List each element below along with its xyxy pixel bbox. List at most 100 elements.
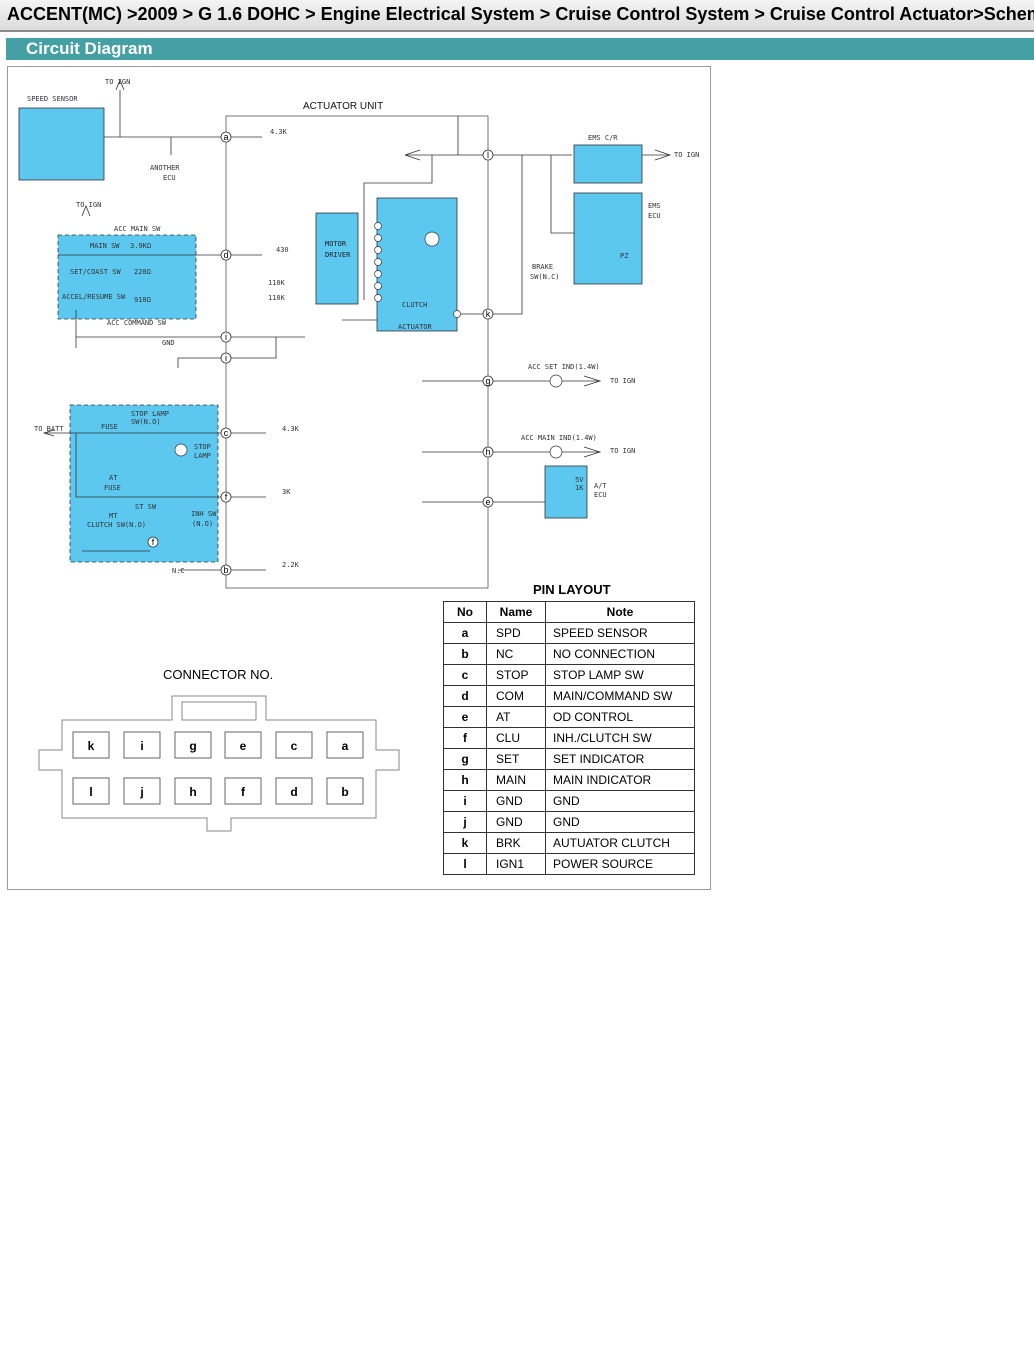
connector-cell-j [123, 777, 161, 805]
pin-label-d: d [223, 250, 228, 260]
pin-name: GND [486, 811, 546, 833]
breadcrumb-item[interactable]: Cruise Control System [555, 4, 750, 24]
pin-name: AT [486, 706, 546, 728]
pin-name: NC [486, 643, 546, 665]
connector-cell-g [174, 731, 212, 759]
at-fuse-label: FUSE [104, 484, 121, 492]
resistor-c-label: 4.3K [282, 425, 300, 433]
main-sw-resistor-label: 3.9KΩ [130, 242, 151, 250]
breadcrumb-item[interactable]: G 1.6 DOHC [198, 4, 301, 24]
another-ecu-label: ANOTHER [150, 164, 180, 172]
pin-note: NO CONNECTION [545, 643, 695, 665]
connector-key: d [290, 785, 297, 799]
stop-lamp-label: STOP [194, 443, 211, 451]
pin-label-j: i [225, 353, 227, 363]
pin-note: SPEED SENSOR [545, 622, 695, 644]
fuse-label: FUSE [101, 423, 118, 431]
pin-label-i: i [225, 332, 227, 342]
pin-no: b [443, 643, 487, 665]
column-header-no: No [443, 601, 487, 623]
pin-no: d [443, 685, 487, 707]
pin-label-a: a [223, 132, 228, 142]
st-sw-label: ST SW [135, 503, 157, 511]
pin-label-e: e [485, 497, 490, 507]
connector-key: f [241, 785, 246, 799]
pin-name: IGN1 [486, 853, 546, 875]
connector-key: l [89, 785, 92, 799]
resistor-a-label: 4.3K [270, 128, 288, 136]
breadcrumb: ACCENT(MC) >2009 > G 1.6 DOHC > Engine E… [7, 4, 1034, 25]
connector-key: c [291, 739, 298, 753]
pin-note: MAIN/COMMAND SW [545, 685, 695, 707]
connector-key: e [240, 739, 247, 753]
breadcrumb-separator: > [539, 4, 551, 24]
pin-label-f: f [225, 492, 228, 502]
stop-lamp-label-2: LAMP [194, 452, 211, 460]
motor-driver-label: MOTOR [325, 240, 347, 248]
pin-note: STOP LAMP SW [545, 664, 695, 686]
connector-key: a [342, 739, 349, 753]
pin-name: STOP [486, 664, 546, 686]
pin-label-k: k [486, 309, 491, 319]
acc-command-sw-label: ACC COMMAND SW [107, 319, 167, 327]
resistor-f-label: 3K [282, 488, 291, 496]
mt-label: MT [109, 512, 118, 520]
breadcrumb-separator: > [305, 4, 316, 24]
pin-note: AUTUATOR CLUTCH [545, 832, 695, 854]
acc-set-ind-label: ACC SET IND(1.4W) [528, 363, 600, 371]
inh-sw-label-2: (N.O) [192, 520, 213, 528]
stop-lamp-icon [174, 443, 188, 457]
connector-cell-l [72, 777, 110, 805]
pin-note: POWER SOURCE [545, 853, 695, 875]
connector-cell-h [174, 777, 212, 805]
main-indicator-lamp-icon [549, 445, 563, 459]
5v-label: 5V [575, 476, 584, 484]
set-coast-label: SET/COAST SW [70, 268, 121, 276]
pin-label-l: l [487, 150, 489, 160]
resistor-d1-label: 430 [276, 246, 289, 254]
stop-lamp-sw-label: STOP LAMP [131, 410, 169, 418]
connector-cell-a [326, 731, 364, 759]
section-title: Circuit Diagram [26, 39, 153, 58]
accel-resume-label: ACCEL/RESUME SW [62, 293, 126, 301]
pz-label: PZ [620, 252, 628, 260]
clutch-label: CLUTCH [402, 301, 427, 309]
gnd-label: GND [162, 339, 175, 347]
pin-note: INH./CLUTCH SW [545, 727, 695, 749]
brake-sw-label-2: SW(N.C) [530, 273, 560, 281]
breadcrumb-separator: > [754, 4, 765, 24]
connector-cell-c [275, 731, 313, 759]
inh-sw-label: INH SW [191, 510, 217, 518]
connector-key: k [88, 739, 95, 753]
pin-note: OD CONTROL [545, 706, 695, 728]
pin-name: SET [486, 748, 546, 770]
breadcrumb-item[interactable]: ACCENT(MC) >2009 [7, 4, 178, 24]
set-coast-resistor-label: 220Ω [134, 268, 151, 276]
connector-cell-i [123, 731, 161, 759]
brake-sw-label: BRAKE [532, 263, 553, 271]
to-ign-label-4: TO IGN [610, 377, 635, 385]
pin-no: a [443, 622, 487, 644]
pin-name: MAIN [486, 769, 546, 791]
connector-key: h [189, 785, 196, 799]
pin-no: g [443, 748, 487, 770]
pin-note: GND [545, 790, 695, 812]
another-ecu-label-2: ECU [163, 174, 176, 182]
breadcrumb-item[interactable]: Engine Electrical System [320, 4, 535, 24]
to-ign-label-2: TO IGN [76, 201, 101, 209]
stop-lamp-sw-label-2: SW(N.O) [131, 418, 161, 426]
pin-layout-title: PIN LAYOUT [533, 582, 611, 597]
connector-key: g [189, 739, 196, 753]
pin-name: SPD [486, 622, 546, 644]
ems-cr-label: EMS C/R [588, 134, 618, 142]
to-ign-label: TO IGN [105, 78, 130, 86]
breadcrumb-item[interactable]: Cruise Control Actuator>Schem [769, 4, 1034, 24]
